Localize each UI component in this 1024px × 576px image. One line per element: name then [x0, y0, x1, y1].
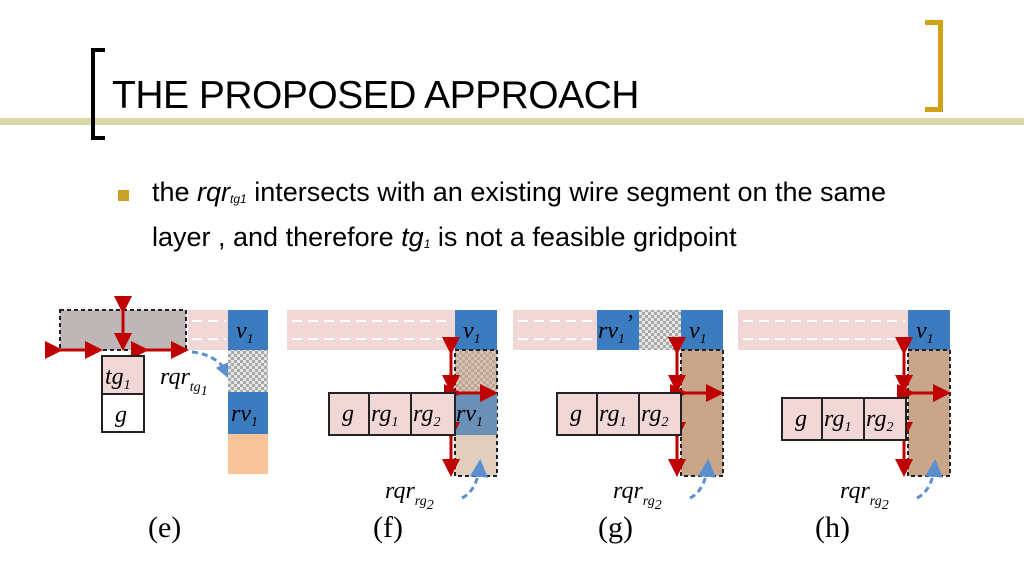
orange-cell [228, 434, 268, 474]
rqr-region [680, 349, 724, 477]
cell-label: g [570, 401, 582, 427]
cell-label: rg1 [371, 401, 398, 430]
left-bracket-decoration [91, 48, 105, 140]
pointer-arrow [191, 350, 233, 381]
cell-label: rv1 [456, 401, 483, 430]
blocked-cell [639, 310, 681, 350]
rqr-label: rqrrg2 [613, 478, 662, 513]
rqr-label: rqrtg1 [160, 364, 208, 399]
via-rv1 [228, 392, 268, 434]
via-v1 [228, 310, 268, 350]
wire-segment [188, 310, 228, 350]
cell-label: v1 [463, 318, 481, 347]
title-rule [0, 118, 1024, 125]
pointer-arrow [916, 459, 943, 500]
cell-label: g [115, 402, 127, 428]
cell-label: rg1 [824, 406, 851, 435]
panel-h: v1 g rg1 rg2 rqrrg2 (h) [738, 310, 951, 544]
panel-e: tg1 g rqrtg1 v1 rv1 (e) [45, 296, 268, 544]
gridpoint-rg2 [638, 392, 682, 436]
rqr-label: rqrrg2 [840, 478, 889, 513]
gridpoint-rg1 [596, 392, 640, 436]
cell-label: rv1’ [598, 311, 633, 347]
rqr-region [907, 349, 951, 477]
right-bracket-decoration [925, 20, 943, 112]
pointer-arrow [461, 459, 488, 500]
bullet-text: the rqrtg1 intersects with an existing w… [152, 177, 887, 252]
routing-figure: tg1 g rqrtg1 v1 rv1 (e) v1 rv1 g rg1 rg2… [45, 296, 951, 544]
cell-label: rg2 [413, 401, 440, 430]
via-v1 [908, 310, 950, 350]
via-v1 [681, 310, 723, 350]
via-rv1-prime [597, 310, 639, 350]
panel-f: v1 rv1 g rg1 rg2 rqrrg2 (f) [287, 310, 498, 544]
caption-f: (f) [373, 511, 403, 544]
bullet-square-icon [118, 190, 129, 201]
cell-label: v1 [916, 318, 934, 347]
caption-h: (h) [815, 511, 850, 544]
via-v1 [455, 310, 497, 350]
gridpoint-g [328, 392, 370, 436]
gridpoint-g [556, 392, 598, 436]
gridpoint-g [101, 393, 145, 433]
cell-label: g [342, 401, 354, 427]
cell-label: rg2 [641, 401, 668, 430]
cell-label: rv1 [231, 401, 258, 430]
cell-label: g [795, 406, 807, 432]
cell-label: v1 [236, 318, 254, 347]
gridpoint-rg2 [410, 392, 456, 436]
cell-label: v1 [689, 318, 707, 347]
blocked-cell [228, 350, 268, 392]
cell-label: rg2 [866, 406, 893, 435]
gridpoint-rg2 [863, 397, 907, 441]
caption-g: (g) [598, 511, 633, 544]
pointer-arrow [689, 459, 716, 500]
gridpoint-rg1 [368, 392, 412, 436]
wire-segment [287, 310, 455, 350]
caption-e: (e) [148, 511, 181, 544]
wire-segment [738, 310, 908, 350]
rqr-label: rqrrg2 [385, 478, 434, 513]
panel-g: rv1’ v1 g rg1 rg2 rqrrg2 (g) [513, 310, 724, 544]
slide-title: THE PROPOSED APPROACH [112, 74, 639, 117]
wire-segment [513, 310, 597, 350]
cell-label: rg1 [599, 401, 626, 430]
gridpoint-tg1 [101, 355, 145, 395]
cell-label: tg1 [105, 364, 131, 393]
